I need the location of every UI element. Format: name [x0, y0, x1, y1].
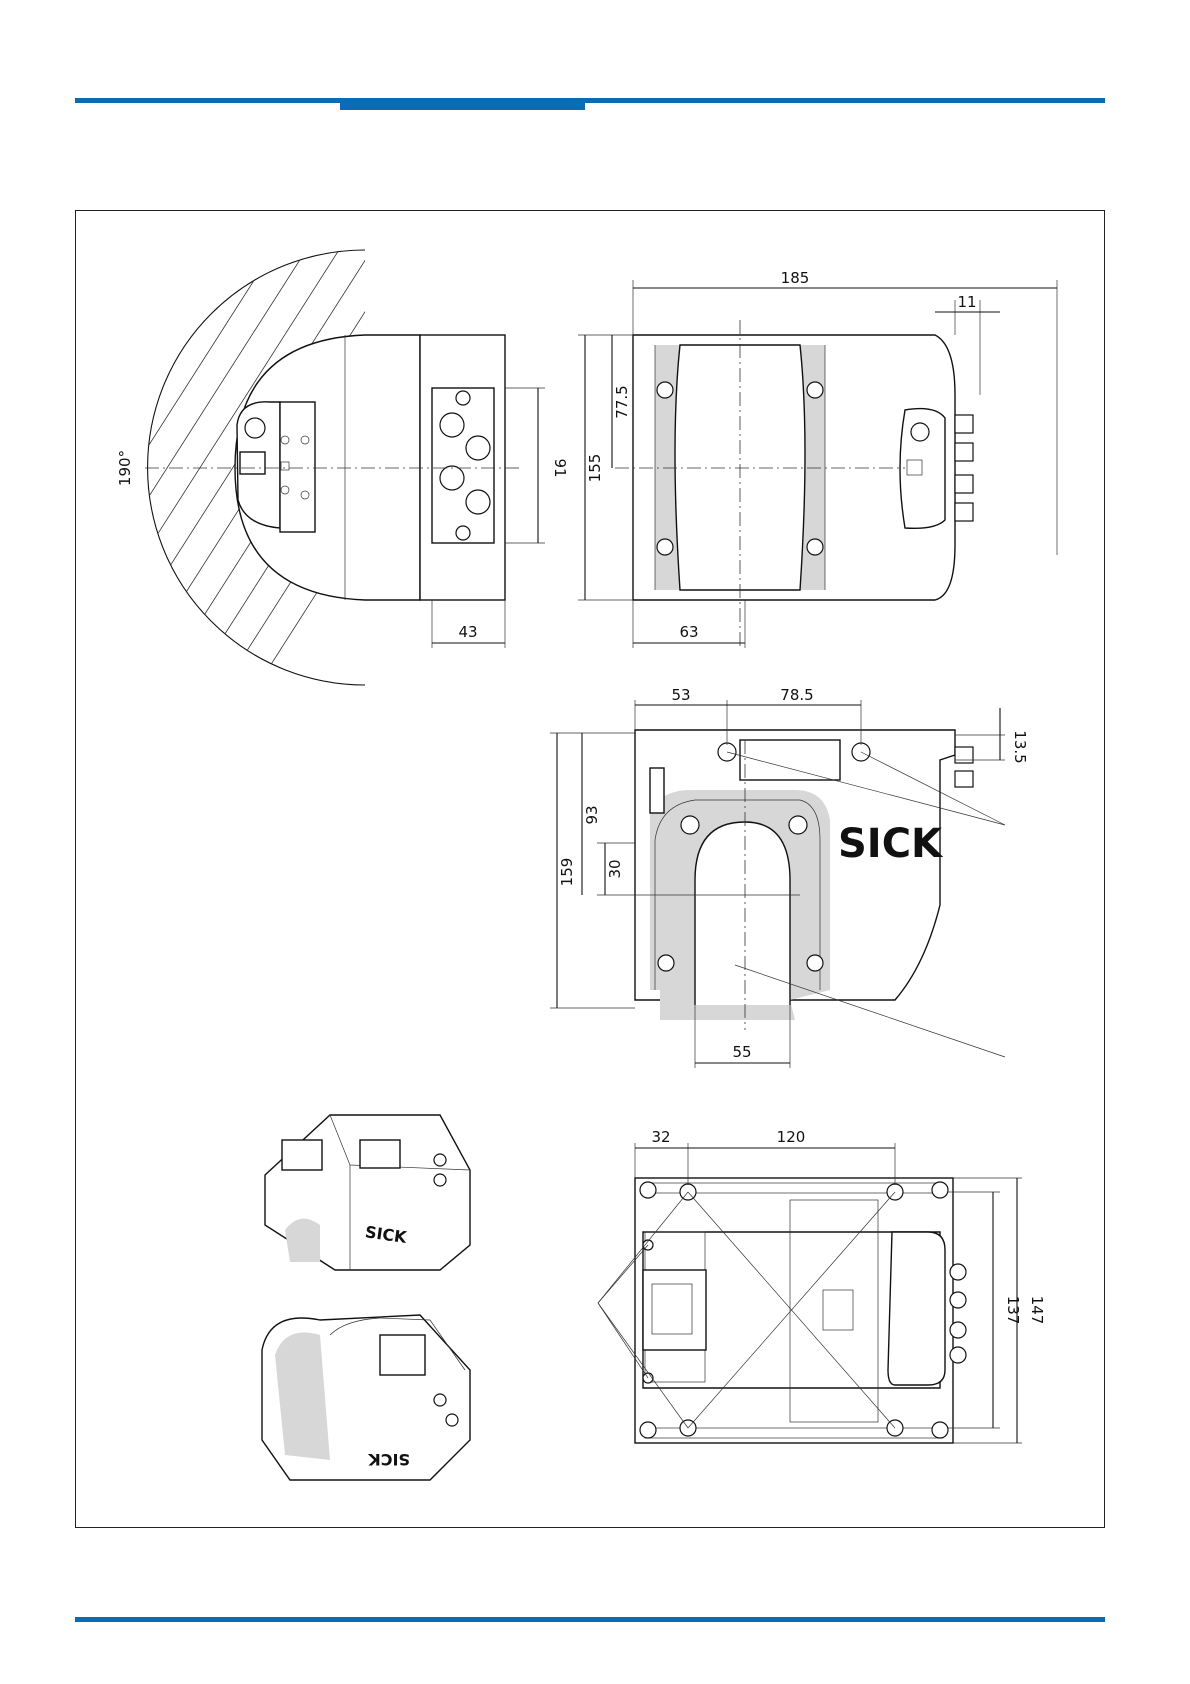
dim-63: 63 [679, 623, 698, 641]
dim-53: 53 [671, 686, 690, 704]
dim-11: 11 [957, 293, 976, 311]
mounting-view: 32 120 137 147 [598, 1128, 1046, 1443]
dim-55: 55 [732, 1043, 751, 1061]
side-view: SICK 53 78.5 13.5 159 93 30 55 [550, 686, 1029, 1068]
dim-185: 185 [781, 269, 810, 287]
brand-logo-iso-lower: SICK [368, 1450, 410, 1469]
dim-78-5: 78.5 [780, 686, 813, 704]
dim-43: 43 [458, 623, 477, 641]
dim-190-angle: 190° [116, 450, 134, 486]
dim-32: 32 [651, 1128, 670, 1146]
dim-159: 159 [558, 858, 576, 887]
dim-77-5: 77.5 [613, 385, 631, 418]
dim-147: 147 [1028, 1296, 1046, 1325]
dim-30: 30 [606, 859, 624, 878]
front-view: 91 43 190° [0, 30, 569, 760]
dim-93: 93 [583, 805, 601, 824]
isometric-view-lower: SICK [262, 1315, 470, 1480]
dim-155: 155 [586, 454, 604, 483]
top-view: 185 11 155 77.5 63 [578, 269, 1057, 650]
dim-13-5: 13.5 [1011, 730, 1029, 763]
dim-137: 137 [1004, 1296, 1022, 1325]
dim-120: 120 [777, 1128, 806, 1146]
isometric-view-upper: SICK [265, 1115, 470, 1270]
brand-logo-side: SICK [838, 821, 944, 867]
dim-91: 91 [551, 458, 569, 477]
